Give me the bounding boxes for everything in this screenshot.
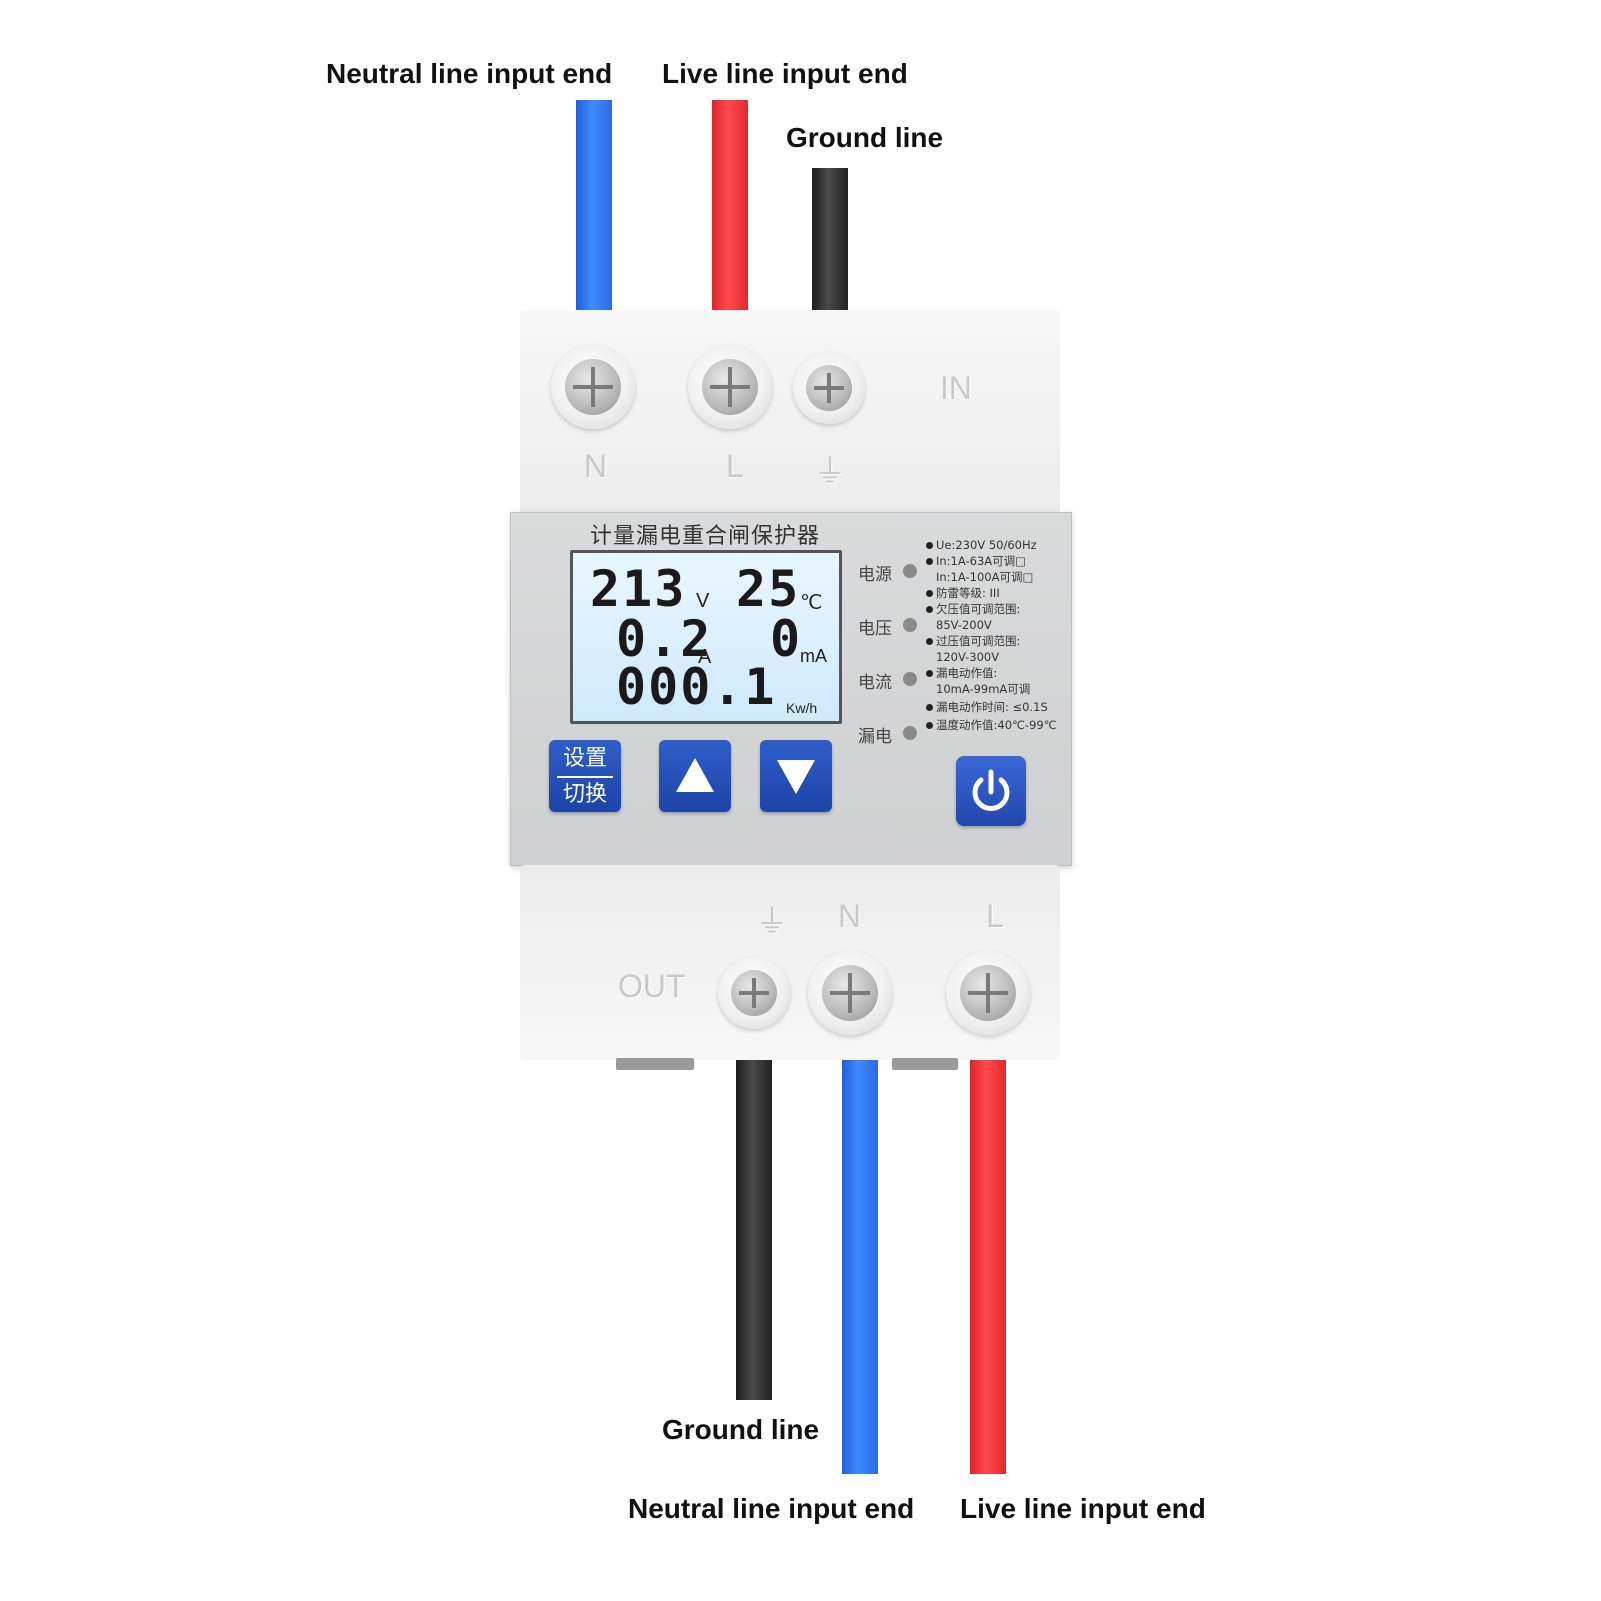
spec-item: 漏电动作时间: ≤0.1S: [936, 700, 1048, 714]
top-live-wire: [712, 100, 748, 312]
screw-icon: [806, 365, 852, 411]
lcd-current: 0.2: [616, 610, 713, 668]
lcd-energy-unit: Kw/h: [786, 700, 818, 716]
spec-item: 漏电动作值:: [936, 666, 998, 680]
top-ground-symbol-icon: ⏚: [814, 453, 847, 489]
set-button-label-bottom: 切换: [562, 782, 607, 807]
din-clip-right: [892, 1058, 958, 1070]
spec-list: Ue:230V 50/60Hz In:1A-63A可调□ In:1A-100A可…: [926, 537, 1057, 733]
bottom-neutral-label: Neutral line input end: [628, 1493, 915, 1524]
set-button-divider: [557, 776, 613, 778]
top-neutral-label: Neutral line input end: [326, 58, 613, 89]
bottom-neutral-wire: [842, 1060, 878, 1474]
spec-item: Ue:230V 50/60Hz: [936, 538, 1037, 552]
lcd-voltage-unit: V: [696, 590, 710, 612]
power-button[interactable]: [956, 756, 1026, 826]
lcd-temperature: 25: [736, 560, 801, 618]
indicator-current-led: [903, 672, 917, 686]
set-button-label-top: 设置: [562, 746, 607, 771]
spec-item: In:1A-63A可调□: [936, 554, 1027, 568]
indicator-power-label: 电源: [858, 565, 892, 585]
indicator-voltage-led: [903, 618, 917, 632]
bottom-l-label: L: [986, 898, 1004, 934]
terminal-in-n: [551, 345, 635, 429]
indicator-leakage-led: [903, 726, 917, 740]
panel-title: 计量漏电重合闸保护器: [590, 524, 821, 549]
terminal-out-ground: [718, 957, 790, 1029]
screw-icon: [565, 359, 621, 415]
top-n-label: N: [584, 448, 608, 484]
spec-item: 10mA-99mA可调: [936, 682, 1031, 696]
out-label: OUT: [618, 968, 686, 1004]
arrow-up-icon: [676, 758, 714, 792]
spec-item: 过压值可调范围:: [936, 634, 1021, 648]
indicator-power-led: [903, 564, 917, 578]
bottom-live-label: Live line input end: [960, 1493, 1206, 1524]
power-icon: [972, 769, 1010, 811]
indicator-current-label: 电流: [858, 673, 892, 693]
screw-icon: [731, 970, 777, 1016]
set-switch-button[interactable]: 设置 切换: [549, 740, 621, 812]
lcd-voltage: 213: [590, 560, 687, 618]
arrow-down-icon: [777, 760, 815, 794]
spec-item: 温度动作值:40℃-99℃: [936, 718, 1057, 732]
spec-item: In:1A-100A可调□: [936, 570, 1034, 584]
top-ground-label: Ground line: [786, 122, 944, 153]
top-neutral-wire: [576, 100, 612, 312]
spec-item: 防雷等级: III: [936, 586, 1000, 600]
down-button[interactable]: [760, 740, 832, 812]
screw-icon: [702, 359, 758, 415]
spec-item: 120V-300V: [936, 650, 1000, 664]
din-clip-left: [616, 1058, 694, 1070]
lcd-current-unit: A: [698, 646, 712, 668]
lcd-energy: 000.1: [616, 658, 777, 716]
up-button[interactable]: [659, 740, 731, 812]
lcd-leakage-unit: mA: [800, 646, 827, 666]
bottom-n-label: N: [838, 898, 862, 934]
terminal-in-ground: [793, 352, 865, 424]
screw-icon: [822, 965, 878, 1021]
lcd-temperature-unit: ℃: [800, 592, 823, 614]
terminal-in-l: [688, 345, 772, 429]
in-label: IN: [940, 370, 972, 406]
top-l-label: L: [726, 448, 744, 484]
lcd-leakage: 0: [770, 610, 803, 668]
top-ground-wire: [812, 168, 848, 312]
terminal-out-n: [808, 951, 892, 1035]
spec-item: 85V-200V: [936, 618, 992, 632]
bottom-ground-symbol-icon: ⏚: [756, 903, 789, 939]
indicator-voltage-label: 电压: [858, 619, 892, 639]
indicator-leakage-label: 漏电: [858, 727, 892, 747]
bottom-live-wire: [970, 1060, 1006, 1474]
terminal-out-l: [946, 951, 1030, 1035]
lcd-display: [570, 550, 842, 724]
spec-item: 欠压值可调范围:: [936, 602, 1021, 616]
bottom-ground-wire: [736, 1060, 772, 1400]
top-live-label: Live line input end: [662, 58, 908, 89]
screw-icon: [960, 965, 1016, 1021]
bottom-ground-label: Ground line: [662, 1414, 820, 1445]
